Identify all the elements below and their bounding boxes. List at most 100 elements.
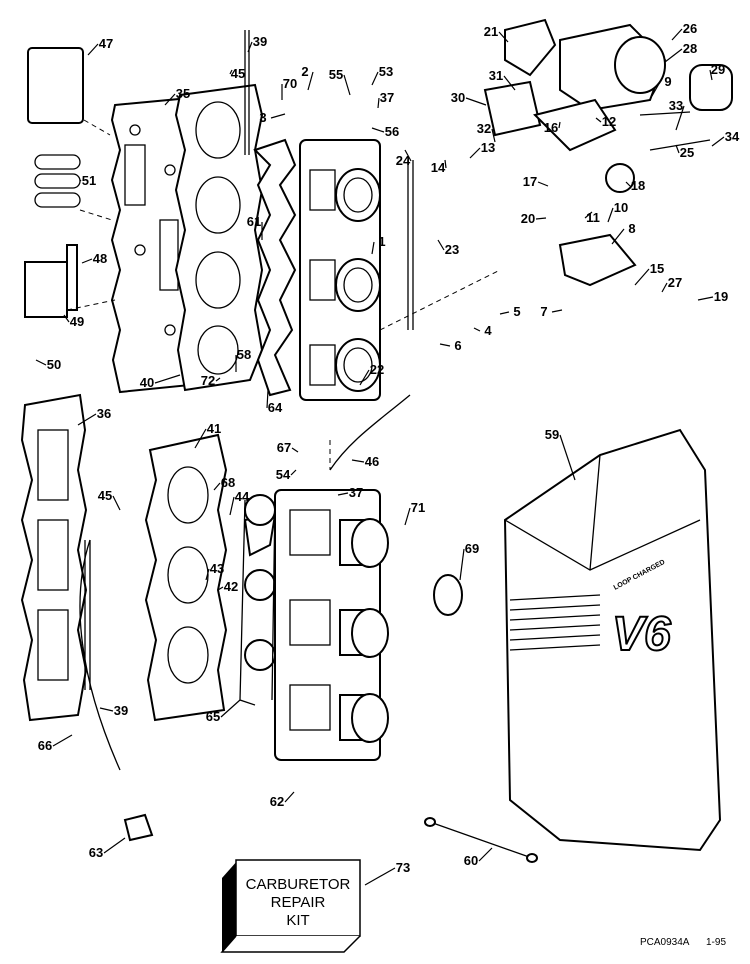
leader-line — [503, 75, 516, 91]
cover-model-logo: V6 — [612, 608, 671, 661]
leader-line — [290, 469, 297, 476]
callout-27: 27 — [661, 275, 682, 293]
part-number-label: 10 — [614, 200, 628, 215]
part-number-label: 30 — [451, 90, 465, 105]
part-number-label: 26 — [683, 21, 697, 36]
leader-line — [364, 867, 396, 886]
callout-47: 47 — [87, 36, 113, 56]
part-number-label: 71 — [411, 500, 425, 515]
callout-39: 39 — [247, 34, 267, 53]
callout-61: 61 — [247, 214, 263, 240]
callout-43: 43 — [205, 561, 224, 581]
leader-line — [498, 31, 509, 43]
leader-line — [478, 847, 493, 862]
part-number-label: 63 — [89, 845, 103, 860]
leader-line — [215, 377, 221, 382]
callout-56: 56 — [371, 124, 399, 139]
part-number-label: 1 — [378, 234, 385, 249]
leader-line — [437, 239, 445, 251]
callout-68: 68 — [213, 475, 235, 491]
part-number-label: 31 — [489, 68, 503, 83]
part-number-label: 18 — [631, 178, 645, 193]
leader-line — [359, 369, 370, 386]
callout-45: 45 — [229, 66, 245, 81]
leader-line — [164, 93, 176, 106]
callout-37: 37 — [377, 90, 394, 109]
leader-line — [112, 495, 121, 511]
part-number-label: 3 — [259, 110, 266, 125]
part-number-label: 5 — [513, 304, 520, 319]
leader-line — [337, 492, 349, 496]
part-number-label: 60 — [464, 853, 478, 868]
leader-line — [229, 69, 233, 75]
callout-40: 40 — [140, 374, 181, 390]
callout-18: 18 — [625, 178, 645, 193]
leader-line — [469, 147, 481, 159]
callout-54: 54 — [276, 467, 297, 482]
part-number-label: 47 — [99, 36, 113, 51]
part-number-label: 4 — [484, 323, 492, 338]
callout-69: 69 — [459, 541, 479, 581]
manifold-41 — [144, 433, 228, 722]
part-number-label: 61 — [247, 214, 261, 229]
callout-53: 53 — [371, 64, 393, 86]
callout-29: 29 — [709, 62, 725, 81]
leader-line — [217, 586, 224, 591]
part-number-label: 28 — [683, 41, 697, 56]
leader-line — [307, 71, 314, 91]
callout-2: 2 — [301, 64, 314, 91]
gasket-36 — [20, 393, 88, 722]
callout-73: 73 — [364, 860, 410, 886]
leader-line — [79, 179, 82, 182]
callout-8: 8 — [611, 221, 636, 245]
part-number-label: 45 — [98, 488, 112, 503]
callout-34: 34 — [711, 129, 740, 147]
callout-58: 58 — [235, 347, 251, 372]
reed-plate-49 — [24, 261, 68, 318]
part-number-label: 34 — [725, 129, 740, 144]
part-number-label: 36 — [97, 406, 111, 421]
callout-60: 60 — [464, 847, 493, 868]
callout-65: 65 — [206, 699, 241, 724]
callout-64: 64 — [266, 389, 283, 415]
leader-line — [444, 159, 447, 169]
leader-line — [103, 837, 126, 854]
part-number-label: 7 — [540, 304, 547, 319]
part-number-label: 27 — [668, 275, 682, 290]
part-number-label: 33 — [669, 98, 683, 113]
clip-63 — [123, 813, 154, 842]
callout-14: 14 — [431, 159, 447, 175]
leader-line — [671, 28, 683, 41]
leader-line — [371, 127, 385, 133]
callout-63: 63 — [89, 837, 126, 860]
leader-line — [270, 113, 286, 119]
leader-line — [439, 343, 451, 347]
callout-9: 9 — [651, 74, 672, 97]
callout-45: 45 — [98, 488, 121, 511]
leader-line — [63, 314, 70, 323]
part-number-label: 40 — [140, 375, 154, 390]
callout-30: 30 — [451, 90, 487, 106]
callout-59: 59 — [545, 427, 576, 481]
callout-19: 19 — [697, 289, 728, 304]
callout-10: 10 — [607, 200, 628, 223]
callout-67: 67 — [277, 440, 299, 455]
part-number-label: 39 — [253, 34, 267, 49]
leader-line — [291, 447, 299, 453]
part-number-label: 50 — [47, 357, 61, 372]
leader-line — [551, 309, 563, 313]
leader-line — [675, 144, 680, 154]
part-number-label: 37 — [380, 90, 394, 105]
callout-50: 50 — [35, 357, 61, 372]
callout-1: 1 — [371, 234, 386, 255]
callout-49: 49 — [63, 314, 84, 329]
gasket-65 — [243, 494, 277, 671]
callout-39: 39 — [99, 703, 128, 718]
part-number-label: 68 — [221, 475, 235, 490]
callout-4: 4 — [473, 323, 492, 338]
part-number-label: 22 — [370, 362, 384, 377]
part-number-label: 41 — [207, 421, 221, 436]
leader-line — [625, 181, 631, 187]
part-number-label: 32 — [477, 121, 491, 136]
part-number-label: 14 — [431, 160, 446, 175]
